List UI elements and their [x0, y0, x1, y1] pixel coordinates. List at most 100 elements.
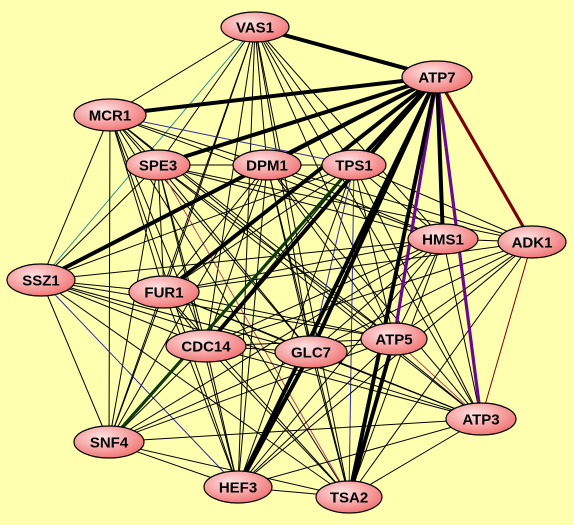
node-label: TSA2	[330, 490, 368, 507]
edge-mcr1-fur1	[109, 114, 165, 293]
node-atp3[interactable]: ATP3	[445, 402, 517, 436]
node-ellipse[interactable]	[315, 480, 383, 514]
edge-atp7-ssz1	[39, 75, 439, 282]
edge-vas1-cdc14	[205, 26, 256, 347]
edge-fur1-snf4	[108, 291, 165, 443]
edge-hms1-atp3	[442, 238, 482, 420]
node-cdc14[interactable]: CDC14	[165, 329, 247, 363]
node-label: HEF3	[219, 480, 257, 497]
edge-vas1-mcr1	[109, 26, 256, 116]
node-label: ATP5	[375, 332, 412, 349]
edge-spe3-snf4	[108, 164, 159, 443]
edge-mcr1-cdc14	[109, 114, 207, 347]
node-snf4[interactable]: SNF4	[73, 425, 145, 459]
node-ellipse[interactable]	[128, 275, 200, 309]
edge-atp7-spe3	[156, 75, 439, 167]
edge-hms1-tsa2	[348, 238, 444, 498]
node-label: MCR1	[89, 108, 132, 125]
edge-vas1-atp5	[254, 26, 395, 340]
edge-tps1-fur1	[163, 164, 355, 293]
node-ellipse[interactable]	[165, 329, 247, 363]
node-ellipse[interactable]	[321, 149, 387, 181]
edge-atp7-cdc14	[204, 75, 439, 348]
node-mcr1[interactable]: MCR1	[73, 98, 147, 132]
node-ellipse[interactable]	[73, 425, 145, 459]
edge-snf4-tsa2	[108, 441, 350, 498]
edge-tps1-snf4	[107, 163, 356, 444]
edge-adk1-atp3	[480, 241, 533, 420]
edge-glc7-atp3	[310, 351, 482, 420]
node-glc7[interactable]: GLC7	[274, 335, 348, 369]
edge-cdc14-tsa2	[205, 345, 350, 498]
edge-vas1-spe3	[157, 26, 256, 166]
node-label: VAS1	[236, 20, 274, 37]
edge-vas1-glc7	[254, 26, 312, 353]
edge-atp7-mcr1	[108, 75, 439, 117]
edge-spe3-hms1	[157, 164, 444, 240]
edge-mcr1-ssz1	[40, 114, 111, 281]
node-ellipse[interactable]	[445, 402, 517, 436]
edge-vas1-tps1	[254, 26, 355, 166]
node-spe3[interactable]: SPE3	[125, 149, 191, 181]
edge-hms1-snf4	[108, 238, 444, 443]
edge-tps1-hef3	[237, 164, 355, 488]
edge-ssz1-hef3	[40, 279, 239, 488]
node-label: ATP3	[462, 412, 499, 429]
node-hef3[interactable]: HEF3	[203, 470, 273, 504]
node-tsa2[interactable]: TSA2	[315, 480, 383, 514]
node-ellipse[interactable]	[407, 223, 479, 255]
edge-dpm1-cdc14	[205, 164, 268, 347]
node-ssz1[interactable]: SSZ1	[6, 263, 76, 297]
node-ellipse[interactable]	[401, 60, 473, 94]
edge-vas1-tsa2	[254, 26, 350, 498]
node-atp5[interactable]: ATP5	[360, 322, 428, 356]
node-tps1[interactable]: TPS1	[321, 149, 387, 181]
node-ellipse[interactable]	[274, 335, 348, 369]
edge-atp3-snf4	[108, 418, 482, 443]
edge-atp7-adk1	[435, 75, 534, 244]
edge-spe3-fur1	[157, 164, 165, 293]
edge-atp5-hms1	[393, 238, 444, 340]
edge-cdc14-adk1	[205, 241, 533, 347]
edge-cdc14-hms1	[205, 238, 444, 347]
edge-atp7-tsa2	[347, 75, 439, 499]
edge-cdc14-atp3	[205, 345, 482, 420]
node-ellipse[interactable]	[203, 470, 273, 504]
edge-ssz1-glc7	[40, 279, 312, 353]
edge-spe3-atp3	[157, 164, 482, 420]
node-label: SPE3	[139, 158, 177, 175]
edge-tps1-tsa2	[348, 164, 355, 498]
node-ellipse[interactable]	[360, 322, 428, 356]
edge-atp5-tsa2	[347, 337, 396, 499]
edge-atp7-fur1	[162, 75, 439, 294]
edge-adk1-tsa2	[348, 241, 533, 498]
node-adk1[interactable]: ADK1	[497, 225, 567, 259]
edge-spe3-hef3	[157, 164, 239, 488]
edge-fur1-hef3	[163, 291, 239, 488]
node-ellipse[interactable]	[497, 225, 567, 259]
node-dpm1[interactable]: DPM1	[232, 149, 302, 181]
edge-vas1-hef3	[237, 26, 256, 488]
node-ellipse[interactable]	[232, 149, 302, 181]
node-atp7[interactable]: ATP7	[401, 60, 473, 94]
node-ellipse[interactable]	[73, 98, 147, 132]
node-ellipse[interactable]	[220, 11, 290, 43]
node-fur1[interactable]: FUR1	[128, 275, 200, 309]
edge-glc7-hms1	[310, 238, 444, 353]
node-label: HMS1	[422, 232, 464, 249]
edge-vas1-snf4	[108, 26, 256, 443]
node-ellipse[interactable]	[125, 149, 191, 181]
node-label: DPM1	[246, 158, 288, 175]
node-vas1[interactable]: VAS1	[220, 11, 290, 43]
edge-ssz1-atp5	[40, 279, 395, 340]
edge-glc7-hef3	[236, 350, 313, 489]
node-ellipse[interactable]	[6, 263, 76, 297]
node-label: CDC14	[181, 339, 231, 356]
edge-atp7-hms1	[435, 75, 445, 241]
edge-ssz1-snf4	[40, 279, 110, 443]
node-hms1[interactable]: HMS1	[407, 223, 479, 255]
edge-dpm1-tsa2	[266, 164, 350, 498]
edge-spe3-ssz1	[40, 164, 159, 281]
node-label: SSZ1	[22, 273, 60, 290]
